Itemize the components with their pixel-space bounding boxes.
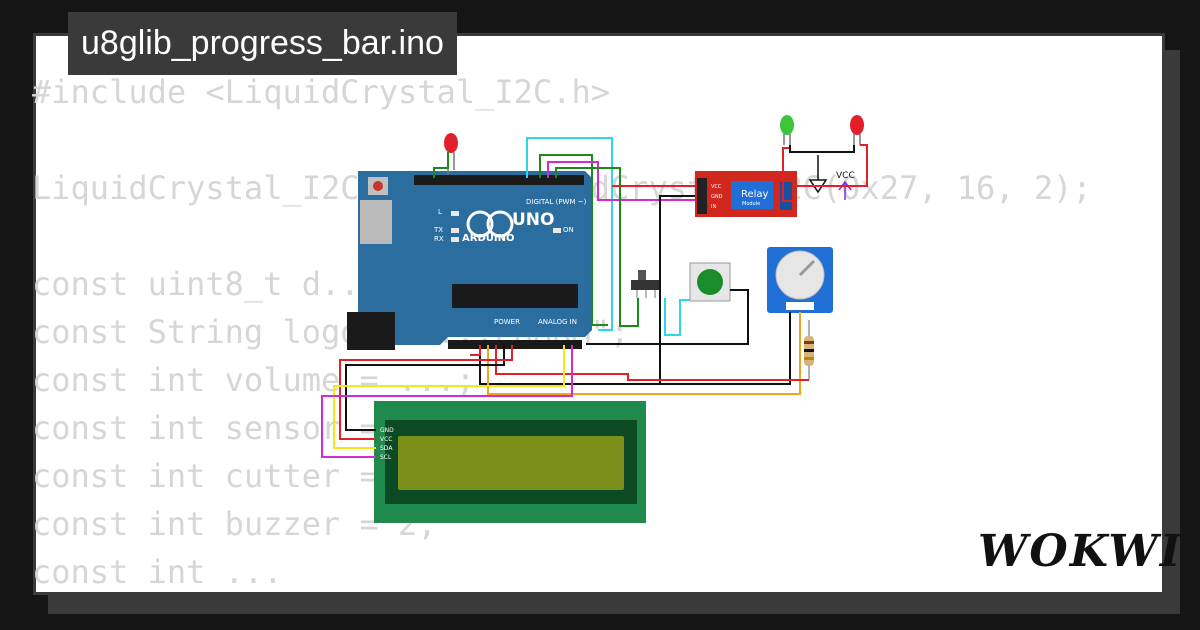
- power-label: POWER: [494, 318, 520, 326]
- relay-pin-gnd: GND: [711, 194, 723, 200]
- lcd-pin-sda: SDA: [380, 445, 393, 452]
- led-l-label: L: [438, 208, 442, 216]
- push-button[interactable]: [689, 262, 731, 302]
- slide-switch[interactable]: [631, 270, 661, 298]
- arduino-logo-icon: [466, 210, 494, 238]
- lcd-pin-gnd: GND: [380, 427, 394, 434]
- wire-red: [782, 147, 797, 202]
- led-on-label: ON: [563, 226, 574, 234]
- wire-yellow: [333, 345, 565, 449]
- green-led[interactable]: [780, 115, 794, 145]
- lcd-pin-scl: SCL: [380, 454, 392, 461]
- wire-red: [495, 345, 809, 381]
- digital-header: [414, 175, 584, 185]
- relay-pin-vcc: VCC: [711, 184, 722, 190]
- wire-magenta: [547, 161, 695, 201]
- arduino-brand: ARDUINO: [462, 233, 514, 244]
- wire-green: [555, 167, 639, 327]
- digital-label: DIGITAL (PWM ~): [526, 198, 587, 206]
- power-jack-icon: [347, 312, 395, 350]
- wire-black: [586, 289, 749, 345]
- lcd-pin-vcc: VCC: [380, 436, 392, 443]
- wire-green: [433, 152, 449, 178]
- usb-port-icon: [360, 200, 392, 244]
- vcc-label: VCC: [836, 171, 855, 181]
- arduino-model: UNO: [512, 210, 554, 230]
- code-line: const int ...: [32, 553, 283, 591]
- relay-sub-label: Module: [742, 201, 760, 207]
- code-line: #include <LiquidCrystal_I2C.h>: [32, 73, 610, 111]
- code-line: const int volume = ...;: [32, 361, 476, 399]
- relay-module[interactable]: Relay Module VCC GND IN: [695, 171, 797, 217]
- wire-red: [470, 345, 481, 356]
- analog-label: ANALOG IN: [538, 318, 577, 326]
- relay-label: Relay: [741, 189, 769, 200]
- relay-pin-in: IN: [711, 204, 716, 210]
- wire-cyan: [664, 298, 690, 336]
- analog-header: [448, 340, 582, 349]
- lcd-display[interactable]: GND VCC SDA SCL: [374, 401, 646, 523]
- wokwi-logo: WOKWI: [978, 526, 1183, 577]
- potentiometer[interactable]: [767, 247, 833, 313]
- wire-cyan: [526, 137, 613, 331]
- resistor[interactable]: [804, 320, 814, 380]
- wire-magenta: [321, 345, 573, 458]
- wire-black: [660, 312, 791, 385]
- wire-green: [539, 154, 608, 326]
- led-tx-label: TX: [433, 226, 443, 234]
- led-rx-label: RX: [434, 235, 444, 243]
- wire-red: [797, 144, 868, 187]
- red-led-relay[interactable]: [850, 115, 864, 145]
- wire-red: [339, 345, 513, 440]
- wire-orange: [487, 312, 801, 395]
- wire-black: [789, 145, 855, 153]
- arduino-uno-board[interactable]: DIGITAL (PWM ~) ARDUINO UNO ANALOG IN PO…: [347, 171, 592, 350]
- wire-black: [345, 345, 505, 431]
- atmega-chip: [452, 284, 578, 308]
- wires: [321, 137, 868, 458]
- code-line: const int buzzer = 2;: [32, 505, 437, 543]
- project-title: u8glib_progress_bar.ino: [68, 12, 457, 75]
